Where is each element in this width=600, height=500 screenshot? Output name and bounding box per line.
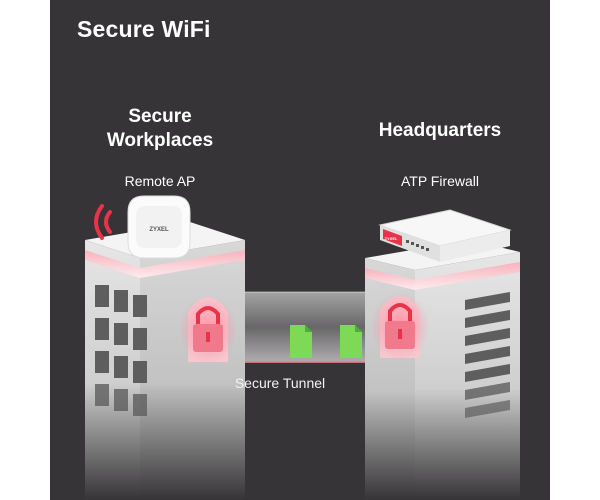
access-point-icon: ZYXEL	[127, 195, 191, 259]
right-heading: Headquarters	[378, 120, 502, 141]
left-heading-line2: Workplaces	[106, 130, 214, 151]
file-icon	[340, 325, 362, 358]
file-icon	[290, 325, 312, 358]
tunnel-label: Secure Tunnel	[234, 375, 326, 391]
lock-icon	[385, 303, 415, 349]
scene-illustration: ZYXEL ZYXEL	[85, 195, 520, 500]
right-device-label: ATP Firewall	[400, 173, 480, 189]
left-heading-line1: Secure	[128, 106, 192, 127]
left-building	[85, 222, 245, 500]
firewall-icon: ZYXEL	[378, 209, 512, 262]
firewall-brand: ZYXEL	[385, 236, 398, 241]
left-heading: Secure Workplaces	[90, 105, 230, 153]
lock-icon	[193, 306, 223, 352]
right-building-windows	[465, 292, 510, 418]
left-building-windows	[95, 285, 147, 416]
right-building	[365, 240, 520, 500]
page-title: Secure WiFi	[77, 16, 211, 42]
access-point-brand: ZYXEL	[149, 227, 169, 233]
left-lock-alcove	[178, 296, 238, 364]
diagram-panel: ZYXEL ZYXEL Secure WiFi Secure Workplace…	[50, 0, 550, 500]
left-device-label: Remote AP	[124, 173, 196, 189]
wifi-signal-icon	[94, 204, 112, 240]
right-lock-alcove	[370, 292, 430, 360]
